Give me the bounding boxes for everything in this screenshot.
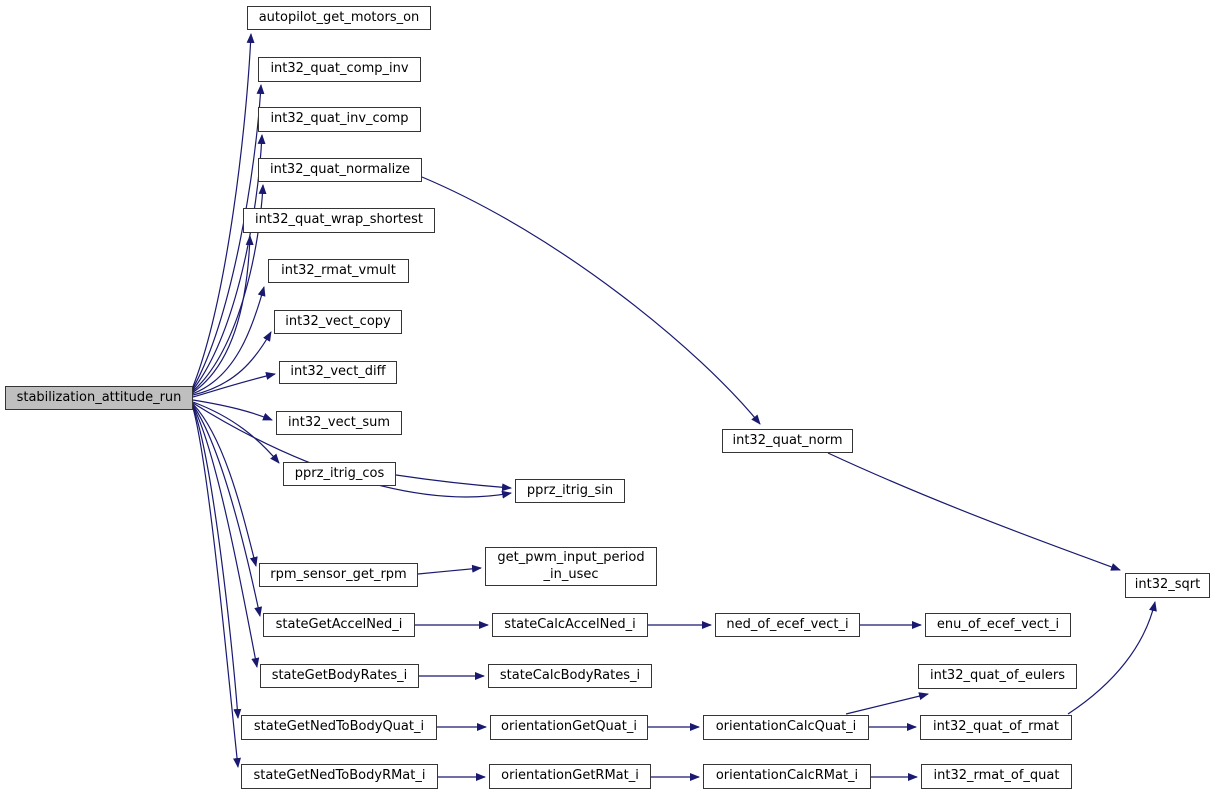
node-label: ned_of_ecef_vect_i: [726, 616, 849, 632]
edge-int32_quat_normalize--int32_quat_norm: [421, 176, 761, 425]
edge-stabilization_attitude_run--int32_vect_copy: [192, 331, 272, 396]
node-stateGetAccelNed_i[interactable]: stateGetAccelNed_i: [263, 613, 415, 637]
node-label: int32_quat_comp_inv: [270, 61, 409, 77]
node-autopilot_get_motors_on[interactable]: autopilot_get_motors_on: [247, 6, 431, 30]
edge-stabilization_attitude_run--stateGetBodyRates_i: [192, 405, 260, 668]
edge-int32_quat_norm--int32_sqrt: [827, 452, 1121, 571]
node-label: int32_rmat_of_quat: [933, 768, 1060, 784]
edge-stabilization_attitude_run--stateGetNedToBodyQuat_i: [192, 406, 242, 719]
node-enu_of_ecef_vect_i[interactable]: enu_of_ecef_vect_i: [925, 613, 1071, 637]
node-label: int32_quat_of_rmat: [933, 719, 1059, 735]
node-orientationCalcRMat_i[interactable]: orientationCalcRMat_i: [703, 764, 871, 789]
node-int32_quat_of_eulers[interactable]: int32_quat_of_eulers: [918, 664, 1077, 689]
node-label: int32_quat_norm: [732, 432, 843, 448]
node-label: int32_quat_wrap_shortest: [254, 212, 424, 228]
node-label: int32_sqrt: [1134, 577, 1201, 593]
node-int32_quat_comp_inv[interactable]: int32_quat_comp_inv: [258, 57, 421, 82]
node-rpm_sensor_get_rpm[interactable]: rpm_sensor_get_rpm: [259, 563, 418, 587]
node-label: stateCalcAccelNed_i: [504, 616, 636, 632]
node-int32_rmat_of_quat[interactable]: int32_rmat_of_quat: [921, 764, 1072, 789]
node-stateCalcAccelNed_i[interactable]: stateCalcAccelNed_i: [492, 613, 648, 637]
node-label: rpm_sensor_get_rpm: [270, 566, 407, 582]
edge-orientationCalcQuat_i--int32_quat_of_eulers: [845, 692, 929, 715]
edge-stabilization_attitude_run--autopilot_get_motors_on: [191, 33, 255, 390]
node-int32_sqrt[interactable]: int32_sqrt: [1125, 573, 1210, 598]
node-stateCalcBodyRates_i[interactable]: stateCalcBodyRates_i: [488, 664, 652, 688]
node-int32_rmat_vmult[interactable]: int32_rmat_vmult: [268, 259, 409, 283]
node-int32_vect_diff[interactable]: int32_vect_diff: [279, 361, 397, 384]
edge-rpm_sensor_get_rpm--get_pwm_input_period_in_usec: [417, 564, 482, 575]
node-get_pwm_input_period_in_usec[interactable]: get_pwm_input_period _in_usec: [485, 547, 657, 586]
node-int32_quat_of_rmat[interactable]: int32_quat_of_rmat: [920, 715, 1072, 740]
edge-stabilization_attitude_run--int32_vect_sum: [192, 399, 273, 421]
node-label: stateGetAccelNed_i: [275, 616, 403, 632]
edge-stabilization_attitude_run--stateGetAccelNed_i: [192, 404, 263, 617]
node-int32_quat_inv_comp[interactable]: int32_quat_inv_comp: [258, 107, 421, 132]
node-label: orientationCalcQuat_i: [715, 719, 857, 735]
edge-stabilization_attitude_run--rpm_sensor_get_rpm: [192, 403, 258, 567]
edge-pprz_itrig_cos--pprz_itrig_sin: [395, 474, 512, 492]
edge-stabilization_attitude_run--int32_rmat_vmult: [191, 286, 266, 395]
node-int32_vect_copy[interactable]: int32_vect_copy: [274, 310, 402, 334]
edge-int32_quat_of_rmat--int32_sqrt: [1067, 601, 1157, 715]
node-label: int32_vect_diff: [290, 364, 386, 380]
node-label: get_pwm_input_period _in_usec: [497, 550, 645, 582]
node-pprz_itrig_sin[interactable]: pprz_itrig_sin: [515, 479, 625, 503]
node-label: int32_vect_sum: [287, 414, 391, 430]
node-label: pprz_itrig_sin: [526, 482, 614, 498]
node-int32_quat_wrap_shortest[interactable]: int32_quat_wrap_shortest: [243, 208, 435, 233]
node-label: int32_rmat_vmult: [281, 262, 396, 278]
node-pprz_itrig_cos[interactable]: pprz_itrig_cos: [283, 462, 396, 486]
edge-stabilization_attitude_run--int32_vect_diff: [192, 372, 276, 398]
node-label: autopilot_get_motors_on: [258, 9, 420, 25]
node-int32_quat_normalize[interactable]: int32_quat_normalize: [258, 158, 422, 182]
node-int32_quat_norm[interactable]: int32_quat_norm: [722, 429, 853, 453]
node-label: pprz_itrig_cos: [294, 465, 385, 481]
node-ned_of_ecef_vect_i[interactable]: ned_of_ecef_vect_i: [715, 613, 860, 637]
node-label: orientationGetQuat_i: [501, 719, 637, 735]
edge-stabilization_attitude_run--stateGetNedToBodyRMat_i: [192, 407, 241, 768]
node-label: stabilization_attitude_run: [16, 389, 182, 405]
node-label: enu_of_ecef_vect_i: [936, 616, 1060, 632]
node-orientationGetRMat_i[interactable]: orientationGetRMat_i: [489, 764, 651, 789]
node-label: int32_quat_of_eulers: [929, 668, 1066, 684]
node-stateGetNedToBodyRMat_i[interactable]: stateGetNedToBodyRMat_i: [241, 764, 438, 789]
node-stateGetNedToBodyQuat_i[interactable]: stateGetNedToBodyQuat_i: [241, 715, 437, 740]
node-label: int32_quat_normalize: [269, 161, 411, 177]
node-stateGetBodyRates_i[interactable]: stateGetBodyRates_i: [260, 664, 419, 688]
edge-stabilization_attitude_run--pprz_itrig_cos: [192, 401, 280, 464]
node-orientationGetQuat_i[interactable]: orientationGetQuat_i: [490, 715, 648, 740]
node-label: int32_quat_inv_comp: [270, 111, 409, 127]
node-label: stateGetBodyRates_i: [271, 667, 408, 683]
node-label: orientationCalcRMat_i: [715, 768, 859, 784]
node-stabilization_attitude_run[interactable]: stabilization_attitude_run: [5, 386, 193, 410]
node-label: stateCalcBodyRates_i: [499, 667, 641, 683]
node-label: int32_vect_copy: [285, 313, 391, 329]
node-orientationCalcQuat_i[interactable]: orientationCalcQuat_i: [703, 715, 869, 740]
node-label: stateGetNedToBodyQuat_i: [253, 719, 425, 735]
node-label: stateGetNedToBodyRMat_i: [253, 768, 426, 784]
node-int32_vect_sum[interactable]: int32_vect_sum: [276, 411, 402, 435]
node-label: orientationGetRMat_i: [501, 768, 639, 784]
edge-stabilization_attitude_run--int32_quat_wrap_shortest: [191, 235, 254, 394]
